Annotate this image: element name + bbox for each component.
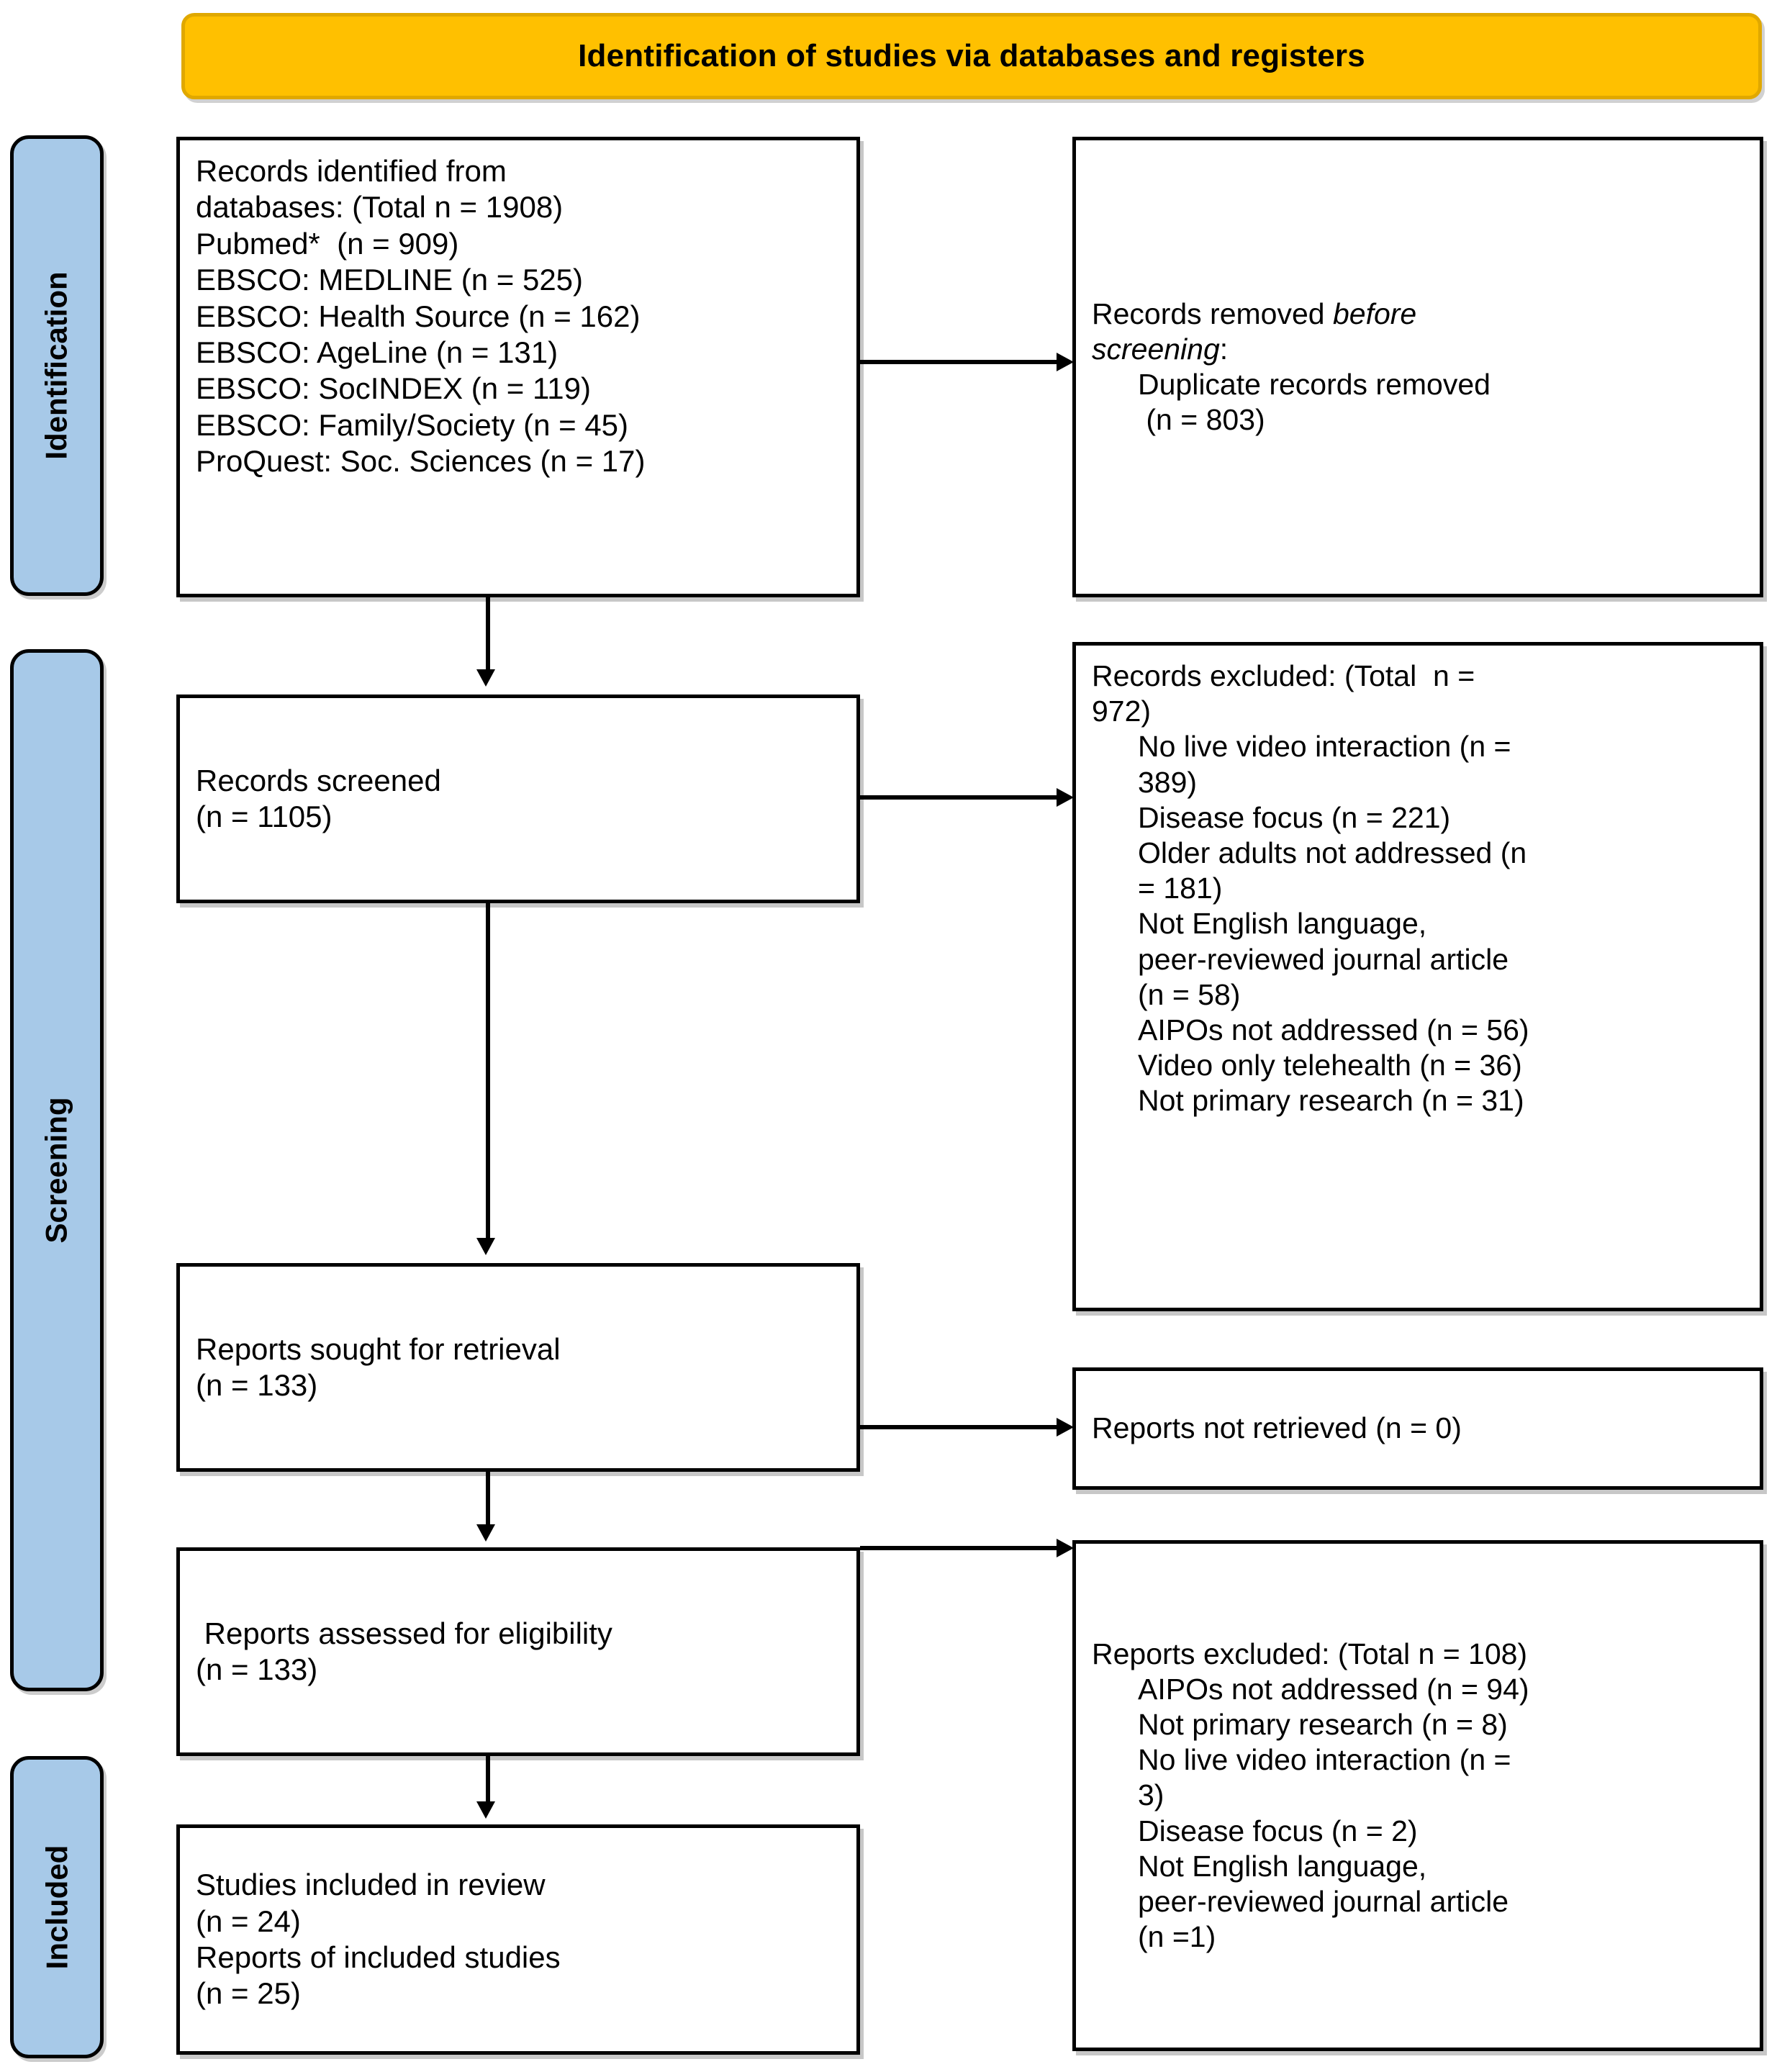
records-identified-line-6: EBSCO: SocINDEX (n = 119) xyxy=(196,371,591,406)
studies-included-line-3: (n = 25) xyxy=(196,1976,301,2011)
records-removed-line-2: Duplicate records removed xyxy=(1138,368,1491,401)
reports-excluded-item-5: Not English language, xyxy=(1138,1849,1427,1883)
reports-excluded-item-1: Not primary research (n = 8) xyxy=(1138,1708,1508,1742)
studies-included-line-1: (n = 24) xyxy=(196,1904,301,1938)
box-reports-excluded: Reports excluded: (Total n = 108) AIPOs … xyxy=(1072,1540,1763,2051)
records-excluded-item-7: (n = 58) xyxy=(1138,977,1241,1011)
records-identified-line-3: EBSCO: MEDLINE (n = 525) xyxy=(196,263,584,297)
records-excluded-header-1: 972) xyxy=(1092,695,1152,728)
records-excluded-item-4: = 181) xyxy=(1138,872,1223,905)
reports-excluded-item-4: Disease focus (n = 2) xyxy=(1138,1814,1418,1847)
reports-sought-line-0: Reports sought for retrieval xyxy=(196,1331,561,1366)
reports-excluded-item-2: No live video interaction (n = xyxy=(1138,1743,1511,1777)
reports-not-retrieved-line-0: Reports not retrieved (n = 0) xyxy=(1092,1411,1462,1445)
records-screened-line-1: (n = 1105) xyxy=(196,800,333,833)
stage-label-identification: Identification xyxy=(10,135,104,596)
stage-label-included: Included xyxy=(10,1756,104,2058)
diagram-header-banner: Identification of studies via databases … xyxy=(181,13,1762,99)
reports-excluded-item-7: (n =1) xyxy=(1138,1920,1216,1954)
arrowhead-down-icon xyxy=(476,669,495,687)
records-excluded-item-6: peer-reviewed journal article xyxy=(1138,942,1509,976)
box-records-identified: Records identified from databases: (Tota… xyxy=(176,137,860,597)
records-identified-line-1: databases: (Total n = 1908) xyxy=(196,190,564,225)
records-excluded-item-10: Not primary research (n = 31) xyxy=(1138,1084,1524,1118)
records-removed-line-3: (n = 803) xyxy=(1138,403,1265,437)
arrowhead-down-icon xyxy=(476,1801,495,1819)
reports-assessed-line-0: Reports assessed for eligibility xyxy=(196,1616,612,1650)
stage-label-included-text: Included xyxy=(40,1845,73,1970)
stage-label-screening-text: Screening xyxy=(40,1097,74,1244)
stage-label-screening: Screening xyxy=(10,649,104,1691)
box-reports-assessed: Reports assessed for eligibility (n = 13… xyxy=(176,1547,860,1756)
records-identified-line-8: ProQuest: Soc. Sciences (n = 17) xyxy=(196,444,646,479)
records-identified-line-2: Pubmed* (n = 909) xyxy=(196,226,459,261)
records-excluded-item-3: Older adults not addressed (n xyxy=(1138,836,1527,869)
connector-assessed-to-reports-excluded xyxy=(860,1546,1062,1550)
connector-identified-to-screened xyxy=(486,597,490,678)
stage-label-identification-text: Identification xyxy=(40,271,73,460)
arrowhead-down-icon xyxy=(476,1524,495,1542)
arrowhead-right-icon xyxy=(1057,1418,1074,1437)
records-excluded-item-1: 389) xyxy=(1138,765,1198,799)
diagram-title: Identification of studies via databases … xyxy=(578,38,1365,73)
records-identified-line-7: EBSCO: Family/Society (n = 45) xyxy=(196,407,629,442)
studies-included-line-2: Reports of included studies xyxy=(196,1940,561,1974)
records-excluded-item-8: AIPOs not addressed (n = 56) xyxy=(1138,1013,1529,1046)
connector-screened-to-records-excluded xyxy=(860,795,1062,800)
reports-sought-line-1: (n = 133) xyxy=(196,1368,318,1402)
connector-identified-to-removed xyxy=(860,360,1062,364)
reports-excluded-item-0: AIPOs not addressed (n = 94) xyxy=(1138,1672,1529,1706)
connector-screened-to-sought xyxy=(486,903,490,1247)
connector-sought-to-not-retrieved xyxy=(860,1425,1062,1429)
reports-assessed-line-1: (n = 133) xyxy=(196,1652,318,1686)
records-excluded-item-9: Video only telehealth (n = 36) xyxy=(1138,1049,1522,1082)
records-screened-line-0: Records screened xyxy=(196,763,441,797)
arrowhead-down-icon xyxy=(476,1238,495,1255)
records-removed-line-1: screening: xyxy=(1092,332,1229,366)
connector-sought-to-assessed xyxy=(486,1472,490,1532)
box-studies-included: Studies included in review (n = 24) Repo… xyxy=(176,1824,860,2055)
records-identified-line-5: EBSCO: AgeLine (n = 131) xyxy=(196,335,558,369)
arrowhead-right-icon xyxy=(1057,788,1074,807)
records-excluded-item-2: Disease focus (n = 221) xyxy=(1138,800,1451,834)
reports-excluded-item-6: peer-reviewed journal article xyxy=(1138,1884,1509,1918)
records-excluded-header-0: Records excluded: (Total n = xyxy=(1092,659,1475,692)
arrowhead-right-icon xyxy=(1057,353,1074,371)
box-records-removed: Records removed before screening: Duplic… xyxy=(1072,137,1763,597)
records-excluded-item-0: No live video interaction (n = xyxy=(1138,730,1511,764)
reports-excluded-header-0: Reports excluded: (Total n = 108) xyxy=(1092,1637,1528,1670)
records-removed-line-0: Records removed before xyxy=(1092,297,1417,330)
reports-excluded-item-3: 3) xyxy=(1138,1778,1164,1812)
arrowhead-right-icon xyxy=(1057,1539,1074,1557)
records-excluded-item-5: Not English language, xyxy=(1138,907,1427,941)
studies-included-line-0: Studies included in review xyxy=(196,1868,546,1902)
connector-assessed-to-included xyxy=(486,1756,490,1811)
box-records-screened: Records screened (n = 1105) xyxy=(176,695,860,903)
records-identified-line-0: Records identified from xyxy=(196,154,507,188)
box-reports-not-retrieved: Reports not retrieved (n = 0) xyxy=(1072,1367,1763,1490)
box-reports-sought: Reports sought for retrieval (n = 133) xyxy=(176,1263,860,1472)
records-identified-line-4: EBSCO: Health Source (n = 162) xyxy=(196,299,641,333)
box-records-excluded: Records excluded: (Total n = 972) No liv… xyxy=(1072,642,1763,1311)
